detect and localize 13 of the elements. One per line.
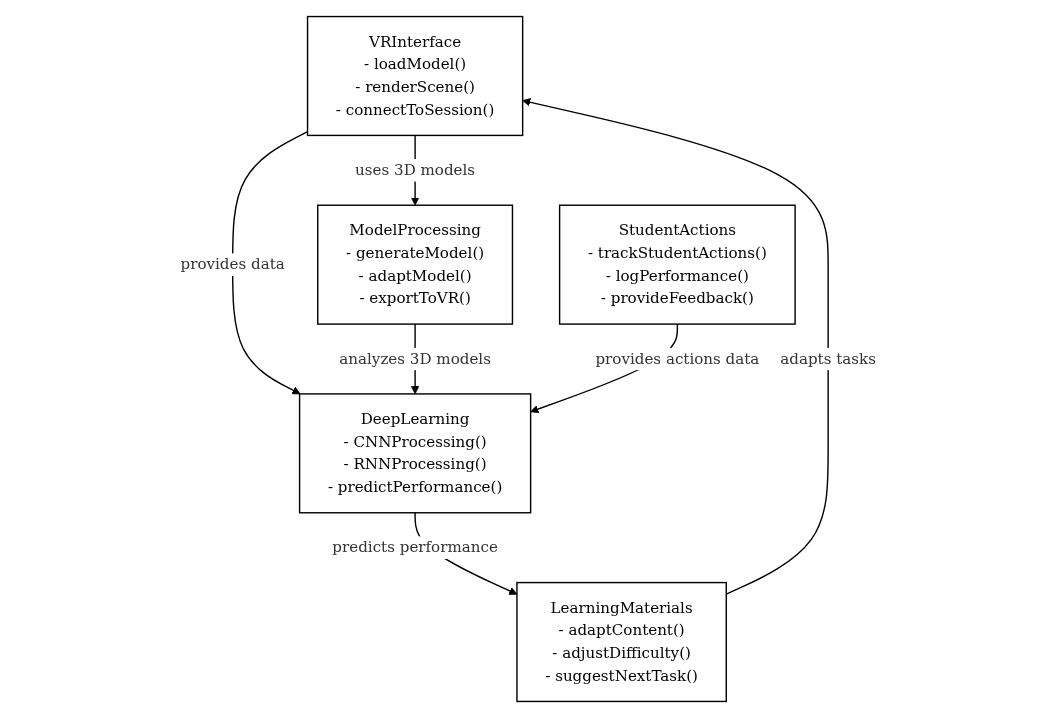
arrow [522, 98, 829, 595]
edge-label: uses 3D models [354, 160, 475, 179]
edge-label: adapts tasks [780, 349, 876, 368]
node-box: VRInterface - loadModel() - renderScene() - connectToSession() [306, 15, 524, 137]
arrow [231, 130, 308, 395]
edge-label: provides data [180, 255, 285, 274]
node-box: LearningMaterials - adaptContent() - adjustDifficulty() - suggestNextTask() [516, 581, 727, 703]
node-box: ModelProcessing - generateModel() - adaptModel() - exportToVR() [316, 204, 513, 325]
edge-label: provides actions data [595, 349, 760, 368]
node-box: StudentActions - trackStudentActions() - logPerformance() - provideFeedback() [558, 204, 796, 325]
edge-label: analyzes 3D models [339, 349, 491, 368]
edge-label: predicts performance [332, 538, 498, 557]
node-box: DeepLearning - CNNProcessing() - RNNProcessing() - predictPerformance() [298, 393, 532, 514]
